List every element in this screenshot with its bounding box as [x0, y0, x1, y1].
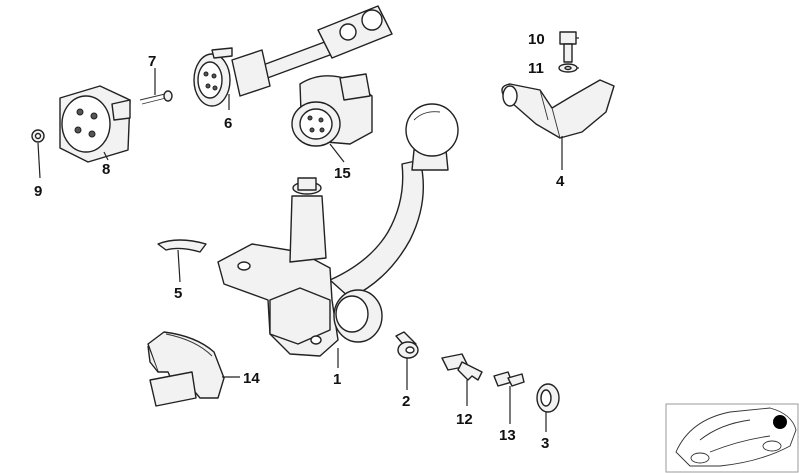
leader-lines — [37, 37, 579, 432]
callout-1: 1 — [333, 371, 341, 388]
part-13-key[interactable] — [493, 371, 525, 387]
car-location-thumbnail — [665, 403, 799, 473]
callout-2: 2 — [402, 393, 410, 410]
callout-3: 3 — [541, 435, 549, 452]
callout-15: 15 — [334, 165, 351, 182]
part-1-towbar-assembly[interactable] — [217, 103, 459, 357]
part-8-socket-housing[interactable] — [59, 85, 131, 163]
part-14-cover-cap[interactable] — [147, 331, 225, 407]
callout-5: 5 — [174, 285, 182, 302]
part-6-cable-harness[interactable] — [193, 5, 393, 107]
callout-9: 9 — [34, 183, 42, 200]
part-5-spring-clip[interactable] — [157, 239, 207, 253]
callout-10: 10 — [528, 31, 545, 48]
part-9-nut[interactable] — [31, 129, 45, 143]
callout-13: 13 — [499, 427, 516, 444]
callout-8: 8 — [102, 161, 110, 178]
callout-14: 14 — [243, 370, 260, 387]
callout-7: 7 — [148, 53, 156, 70]
callout-11: 11 — [528, 60, 544, 77]
part-4-mounting-bracket[interactable] — [501, 79, 615, 139]
part-7-screw[interactable] — [139, 90, 173, 105]
callout-labels: 7 6 8 9 15 10 11 4 5 1 14 2 12 13 3 — [34, 31, 565, 452]
callout-6: 6 — [224, 115, 232, 132]
part-15-adapter-socket[interactable] — [291, 73, 373, 147]
location-marker-icon — [773, 415, 787, 429]
callout-4: 4 — [556, 173, 565, 190]
part-2-lock-cylinder[interactable] — [395, 331, 419, 359]
part-11-washer[interactable] — [558, 63, 578, 73]
part-12-key[interactable] — [441, 353, 483, 381]
part-3-end-cap[interactable] — [536, 383, 560, 413]
callout-12: 12 — [456, 411, 473, 428]
part-10-bolt[interactable] — [559, 31, 577, 63]
